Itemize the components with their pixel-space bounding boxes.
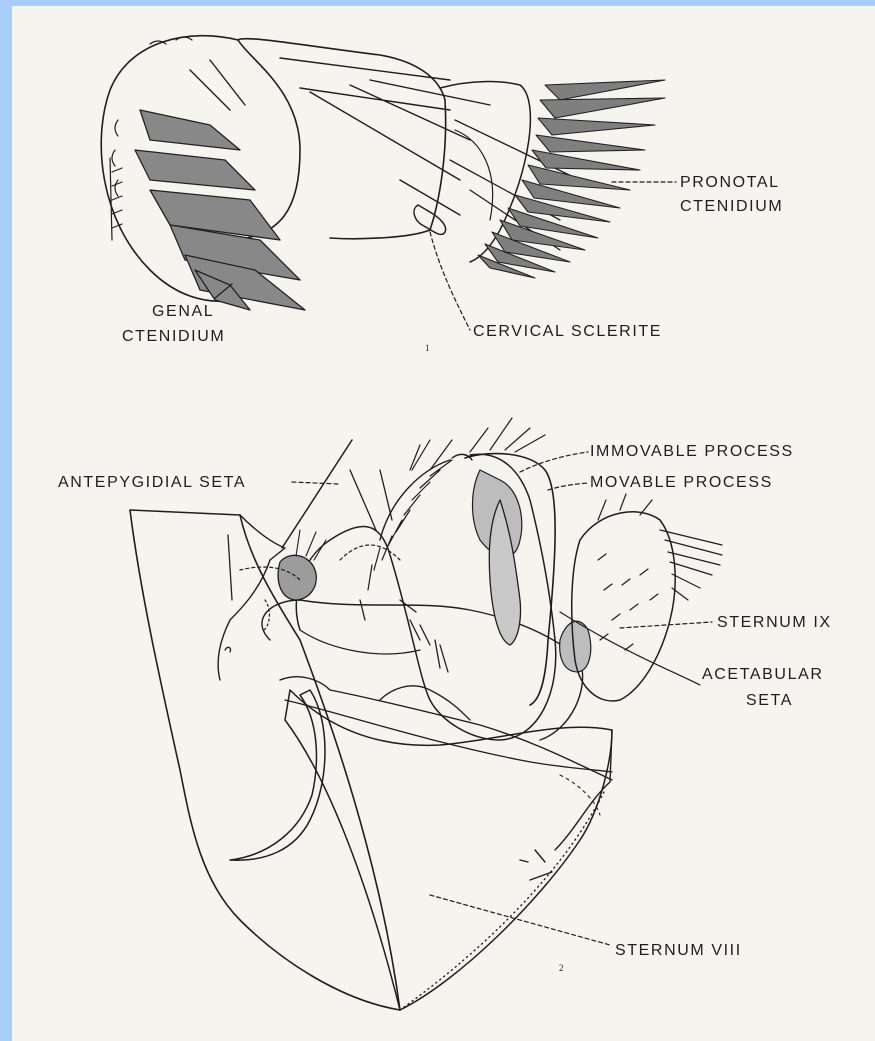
immovable-process-label: IMMOVABLE PROCESS: [590, 443, 794, 461]
cervical-sclerite-leader: [430, 232, 470, 330]
antepygidial-seta-leader: [292, 482, 338, 484]
movable-process-lobe: [572, 512, 675, 701]
figure1-number: 1: [425, 343, 430, 353]
figure2-number: 2: [559, 963, 564, 973]
cervical-sclerite: [414, 205, 446, 234]
movable-process-leader: [548, 483, 588, 490]
sternum-ix-leader: [620, 622, 712, 628]
sternum-viii-label: STERNUM VIII: [615, 942, 742, 960]
antepygidial-seta: [282, 440, 352, 548]
figure2-terminalia-drawing: [130, 418, 722, 1010]
sternum-viii-leader: [430, 895, 610, 945]
genal-ctenidium-label-line1: GENAL: [152, 303, 214, 321]
movable-process-label: MOVABLE PROCESS: [590, 474, 773, 492]
antepygidial-seta-label: ANTEPYGIDIAL SETA: [58, 474, 246, 492]
genal-ctenidium-label-line2: CTENIDIUM: [122, 328, 225, 346]
internal-sclerites: [360, 600, 448, 672]
figure1-head-drawing: [101, 36, 665, 310]
sternum-ix-hook: [230, 690, 325, 860]
pronotal-ctenidium-spines: [478, 80, 665, 278]
acetabular-seta-label-line1: ACETABULAR: [702, 666, 824, 684]
sternum-ix-label: STERNUM IX: [717, 614, 832, 632]
immovable-process-leader: [520, 452, 588, 472]
sternum-viii-outline: [130, 510, 400, 1010]
acetabular-seta-label-line2: SETA: [746, 692, 793, 710]
cervical-sclerite-label: CERVICAL SCLERITE: [473, 323, 662, 341]
pronotal-ctenidium-label-line2: CTENIDIUM: [680, 198, 783, 216]
pronotal-ctenidium-label-line1: PRONOTAL: [680, 174, 780, 192]
